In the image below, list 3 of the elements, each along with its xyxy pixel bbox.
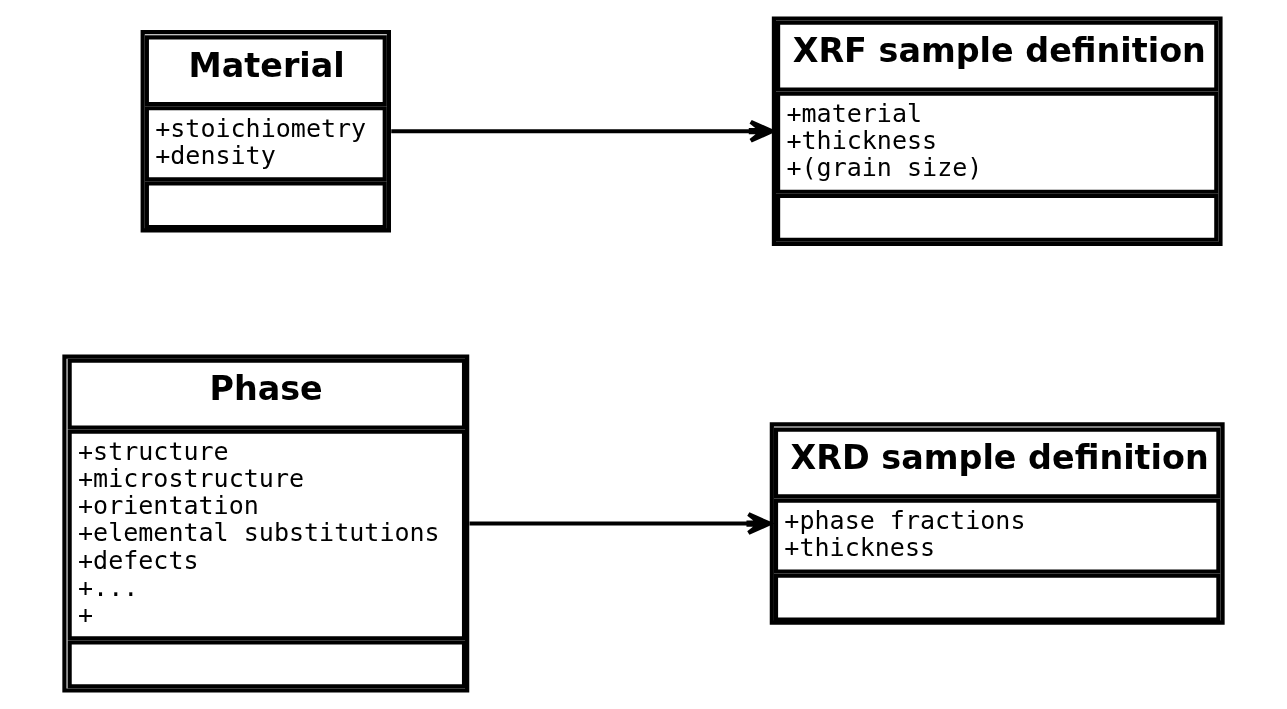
node-box: XRF sample definition +material +thickness +(grain size) [771,16,1223,246]
arrow [391,119,774,143]
arrow [469,512,772,535]
